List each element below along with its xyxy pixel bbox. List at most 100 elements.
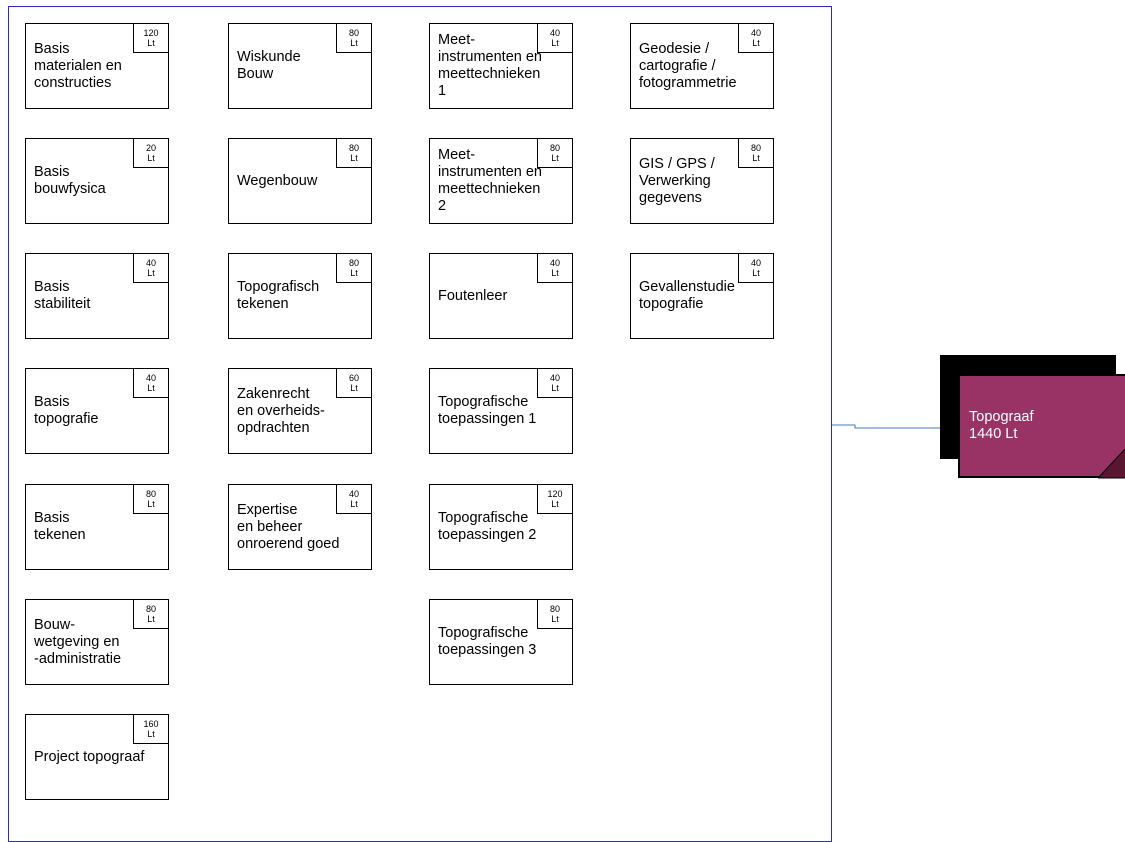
module-name: Basis materialen en constructies [34,40,122,91]
credit-value: 40 [549,28,560,38]
credit-value: 20 [145,143,156,153]
module-name: Topografische toepassingen 1 [438,394,537,427]
credit-unit: Lt [551,153,559,163]
credit-unit: Lt [147,38,155,48]
module-name: Bouw- wetgeving en -administratie [34,616,122,667]
credit-value: 40 [549,373,560,383]
credit-value: 40 [549,258,560,268]
credit-value: 80 [750,143,761,153]
module-name: GIS / GPS / Verwerking gegevens [639,155,715,206]
credit-unit: Lt [147,268,155,278]
result-label: Topograaf 1440 Lt [969,409,1034,443]
credit-value: 40 [750,258,761,268]
result-total: 1440 Lt [969,426,1018,442]
credit-unit: Lt [350,383,358,393]
credit-unit: Lt [147,383,155,393]
credit-unit: Lt [752,268,760,278]
credit-unit: Lt [551,268,559,278]
credit-value: 120 [143,28,159,38]
credit-value: 120 [547,489,563,499]
credit-unit: Lt [551,38,559,48]
credit-value: 60 [348,373,359,383]
result-card [958,374,1125,478]
credit-value: 40 [145,373,156,383]
module-name: Topografisch tekenen [237,279,320,312]
credit-unit: Lt [752,38,760,48]
credit-unit: Lt [147,499,155,509]
module-name: Wegenbouw [237,172,318,189]
module-name: Expertise en beheer onroerend goed [237,501,340,552]
folded-corner-icon [1098,448,1125,479]
credit-value: 160 [143,719,159,729]
module-name: Wiskunde Bouw [237,49,301,82]
credit-value: 80 [348,28,359,38]
module-name: Basis stabiliteit [34,279,91,312]
module-name: Project topograaf [34,748,145,765]
module-name: Geodesie / cartografie / fotogrammetrie [639,40,737,91]
credit-value: 40 [145,258,156,268]
credit-unit: Lt [350,499,358,509]
module-name: Basis topografie [34,394,99,427]
credit-unit: Lt [350,38,358,48]
credit-unit: Lt [551,383,559,393]
credit-value: 80 [549,143,560,153]
credit-value: 80 [145,604,156,614]
credit-unit: Lt [147,153,155,163]
module-name: Topografische toepassingen 3 [438,625,537,658]
credit-unit: Lt [147,729,155,739]
result-title: Topograaf [969,409,1034,425]
credit-value: 80 [348,258,359,268]
credit-value: 80 [549,604,560,614]
module-name: Foutenleer [438,287,508,304]
module-name: Basis bouwfysica [34,164,106,197]
credit-unit: Lt [350,268,358,278]
credit-value: 40 [750,28,761,38]
credit-value: 40 [348,489,359,499]
credit-value: 80 [145,489,156,499]
credit-unit: Lt [551,614,559,624]
module-name: Topografische toepassingen 2 [438,510,537,543]
module-name: Meet- instrumenten en meettechnieken 1 [438,32,542,99]
credit-unit: Lt [551,499,559,509]
module-name: Meet- instrumenten en meettechnieken 2 [438,147,542,214]
